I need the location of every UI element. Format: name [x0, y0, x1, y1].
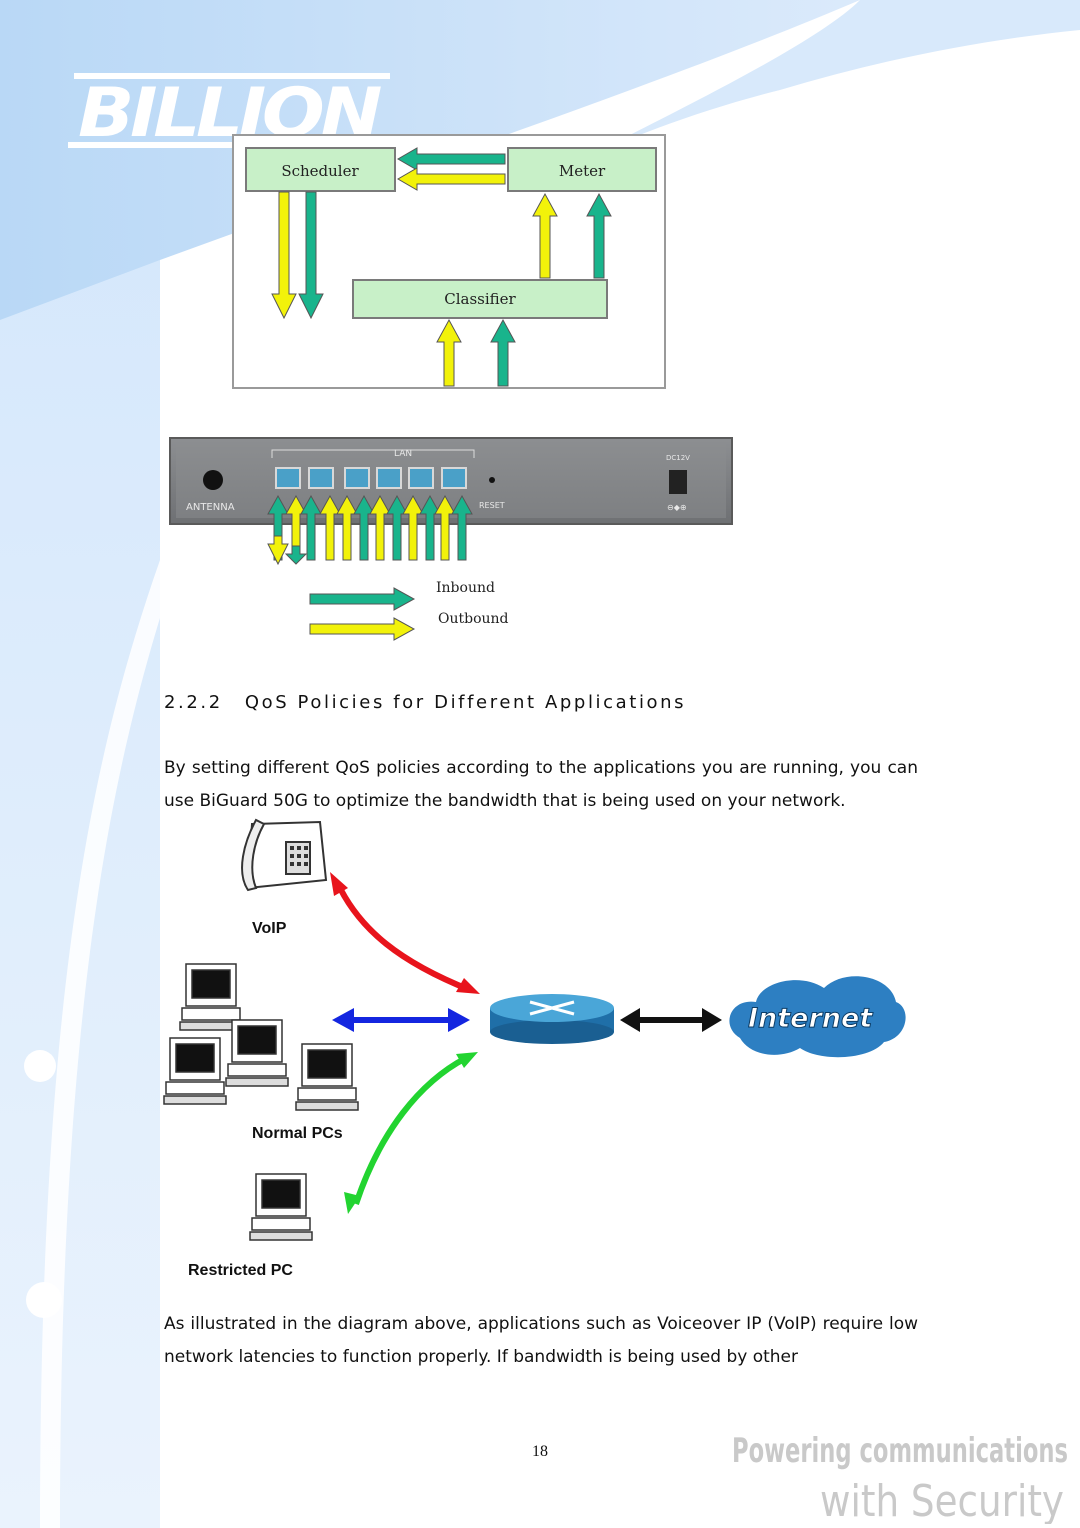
- meter-label: Meter: [559, 162, 606, 180]
- section-heading: 2.2.2 QoS Policies for Different Applicat…: [164, 692, 686, 713]
- page-number: 18: [532, 1443, 548, 1460]
- svg-text:with Security: with Security: [820, 1476, 1064, 1524]
- voip-arrow: [335, 882, 472, 993]
- reset-label: RESET: [479, 501, 505, 510]
- network-diagram: Internet: [163, 818, 906, 1241]
- classifier-label: Classifier: [444, 290, 516, 308]
- qos-architecture-diagram: Scheduler Meter Classifier: [232, 134, 666, 389]
- antenna-connector: [203, 470, 223, 490]
- antenna-label: ANTENNA: [186, 502, 235, 513]
- svg-text:Powering communications: Powering communications: [732, 1431, 1068, 1471]
- classifier-input-arrows: [436, 318, 516, 387]
- internet-cloud-icon: Internet: [729, 976, 906, 1058]
- voip-label: VoIP: [252, 920, 287, 937]
- section-title: QoS Policies for Different Applications: [244, 692, 687, 713]
- meter-to-scheduler-arrows: [397, 147, 506, 191]
- svg-text:⊖◆⊕: ⊖◆⊕: [667, 503, 687, 512]
- body-paragraph: As illustrated in the diagram above, app…: [164, 1314, 918, 1367]
- section-number: 2.2.2: [164, 692, 223, 713]
- restricted-arrow: [353, 1055, 468, 1205]
- scheduler-box: Scheduler: [245, 147, 396, 192]
- phone-icon: [241, 818, 328, 892]
- internet-label: Internet: [748, 1003, 873, 1034]
- scheduler-label: Scheduler: [281, 162, 359, 180]
- legend-inbound-label: Inbound: [436, 580, 495, 596]
- power-label: DC12V: [666, 454, 690, 462]
- tagline-logo: Powering communications with Security: [732, 1431, 1068, 1524]
- router-icon: [490, 994, 614, 1044]
- classifier-to-meter-arrows: [532, 192, 612, 279]
- lan-label: LAN: [394, 449, 412, 459]
- normal-pcs-icon: [163, 963, 359, 1111]
- scheduler-output-arrows: [271, 191, 324, 320]
- reset-button: [489, 477, 495, 483]
- legend-inbound-arrow: [309, 587, 416, 611]
- intro-paragraph: By setting different QoS policies accord…: [164, 758, 918, 811]
- lan-ports: [275, 467, 467, 489]
- legend-outbound-label: Outbound: [438, 611, 509, 627]
- classifier-box: Classifier: [352, 279, 608, 319]
- meter-box: Meter: [507, 147, 657, 192]
- restricted-pc-label: Restricted PC: [188, 1262, 293, 1279]
- legend-outbound-arrow: [309, 617, 416, 641]
- restricted-pc-icon: [249, 1173, 313, 1241]
- router-back-panel: ANTENNA LAN RESET DC12V ⊖◆⊕ Inbound: [169, 437, 733, 641]
- power-jack: [669, 470, 687, 494]
- port-traffic-arrows: [267, 494, 473, 566]
- traffic-legend: [309, 587, 416, 641]
- normal-pcs-label: Normal PCs: [252, 1125, 343, 1142]
